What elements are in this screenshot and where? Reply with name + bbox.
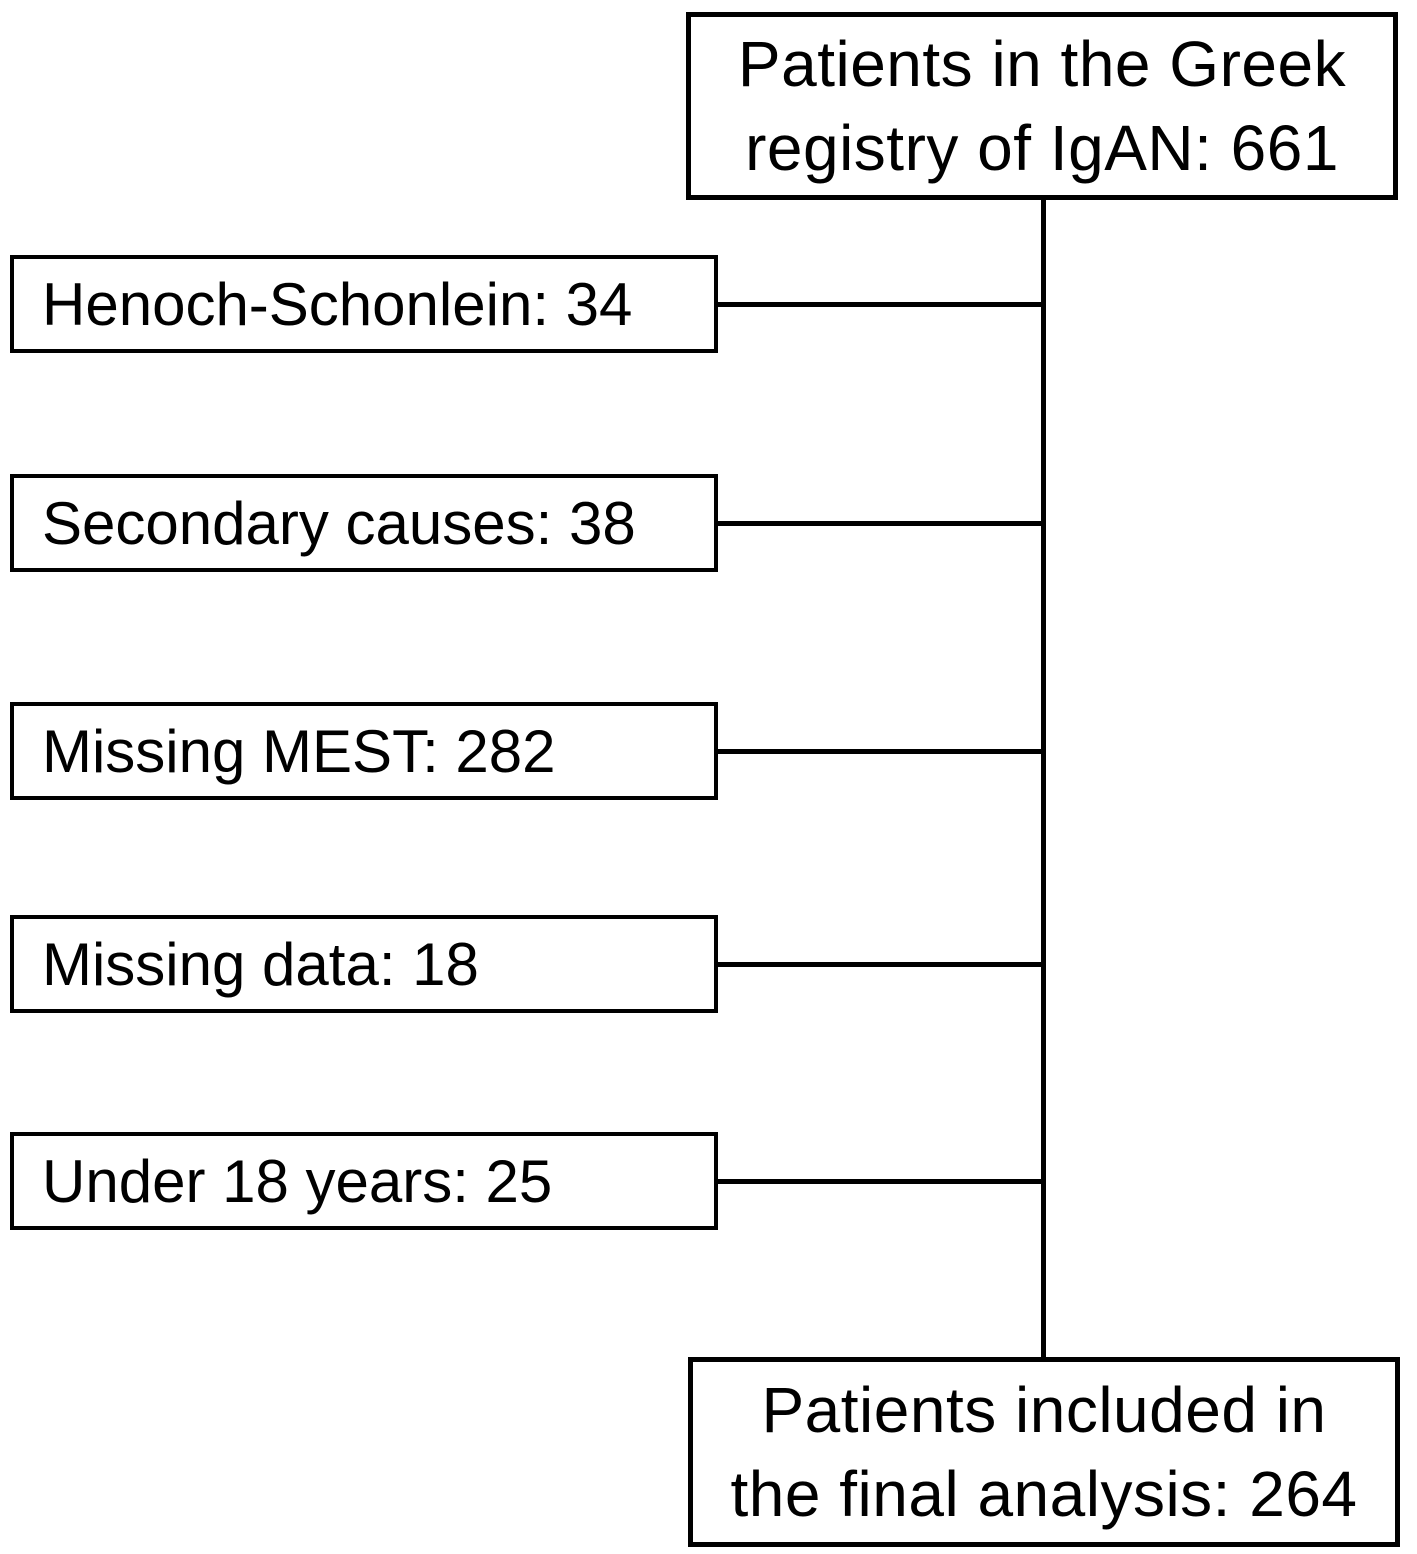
connector-line-secondary-causes	[714, 521, 1044, 526]
node-exclusion-under-18: Under 18 years: 25	[10, 1132, 718, 1230]
node-exclusion-missing-mest: Missing MEST: 282	[10, 702, 718, 800]
node-exclusion-missing-data: Missing data: 18	[10, 915, 718, 1013]
connector-line-missing-data	[714, 962, 1044, 967]
node-final-analysis-line1: Patients included in	[761, 1374, 1327, 1446]
connector-line-under-18	[714, 1179, 1044, 1184]
node-final-analysis: Patients included in the final analysis:…	[688, 1357, 1400, 1547]
connector-line-missing-mest	[714, 749, 1044, 754]
node-exclusion-henoch-schonlein: Henoch-Schonlein: 34	[10, 255, 718, 353]
node-exclusion-missing-mest-label: Missing MEST: 282	[42, 717, 556, 785]
node-registry-total-line1: Patients in the Greek	[737, 28, 1347, 100]
node-exclusion-henoch-schonlein-label: Henoch-Schonlein: 34	[42, 270, 633, 338]
connector-vertical-line	[1041, 200, 1046, 1357]
node-registry-total: Patients in the Greek registry of IgAN: …	[686, 12, 1398, 200]
node-registry-total-line2: registry of IgAN: 661	[745, 112, 1339, 184]
node-exclusion-under-18-label: Under 18 years: 25	[42, 1147, 553, 1215]
node-exclusion-secondary-causes-label: Secondary causes: 38	[42, 489, 636, 557]
node-exclusion-missing-data-label: Missing data: 18	[42, 930, 479, 998]
node-final-analysis-line2: the final analysis: 264	[730, 1458, 1358, 1530]
connector-line-henoch-schonlein	[714, 302, 1044, 307]
node-exclusion-secondary-causes: Secondary causes: 38	[10, 474, 718, 572]
